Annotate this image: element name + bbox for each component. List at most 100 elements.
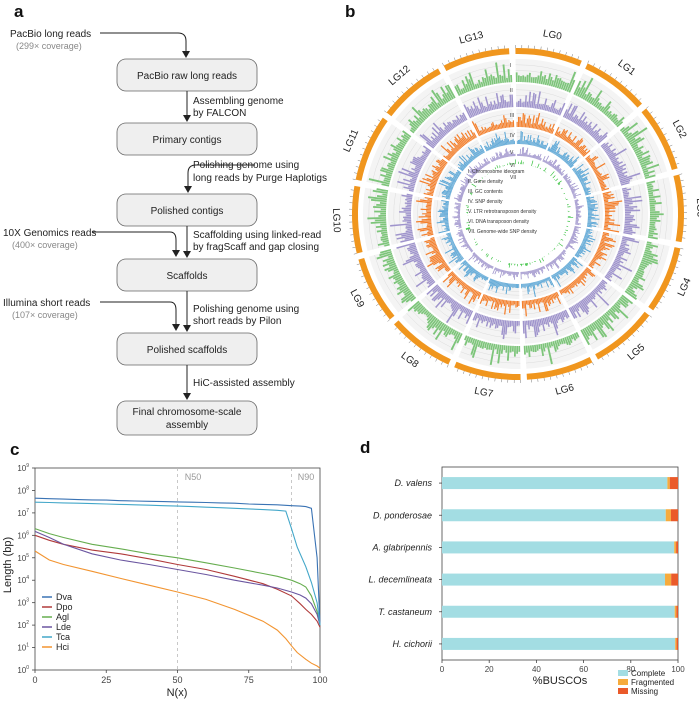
chromosome-label: LG6 [554, 382, 576, 398]
busco-bar-segment [669, 477, 678, 490]
circos-legend-item: I. Chromosome ideogram [468, 169, 524, 175]
ideogram-tick [432, 68, 435, 71]
track-gridline [578, 83, 626, 119]
ideogram-tick [364, 141, 368, 144]
track-bars [415, 196, 434, 237]
ideogram-tick [459, 55, 462, 59]
ideogram-tick [632, 334, 635, 337]
track-bars [542, 155, 565, 176]
ideogram-tick [424, 352, 427, 355]
track-gridline [438, 125, 470, 153]
ideogram-tick [577, 56, 580, 60]
track-bars [588, 232, 616, 269]
ideogram-tick [636, 329, 640, 333]
track-bars [517, 147, 542, 161]
flow-box-primary: Primary contigs [116, 122, 258, 156]
ideogram-tick [366, 287, 370, 289]
chromosome-label: LG0 [542, 28, 563, 42]
track-bars [585, 196, 600, 228]
ideogram-tick [559, 50, 561, 54]
ideogram-tick [671, 150, 675, 153]
ring-numeral: V [510, 150, 514, 156]
nx-xtick-label: 50 [172, 675, 182, 685]
track-gridline [515, 64, 576, 77]
nx-legend-label: Dva [56, 592, 72, 602]
nx-series-line [34, 530, 321, 626]
nx-ytick-label: 108 [17, 485, 29, 495]
track-bars [453, 176, 472, 202]
busco-category-label: L. decemlineata [368, 575, 432, 585]
nx-n50-label: N50 [185, 472, 202, 482]
track-gridline [592, 232, 608, 268]
track-background [393, 243, 436, 297]
nx-legend-label: Hci [56, 642, 69, 652]
circos-legend-item: VII. Genome-wide SNP density [468, 229, 537, 235]
track-bars [419, 112, 468, 149]
track-gridline [522, 283, 553, 292]
track-bars [621, 187, 643, 235]
ideogram-tick [429, 355, 432, 359]
track-bars [426, 284, 474, 325]
ideogram-tick [609, 73, 612, 76]
track-bars [442, 271, 482, 305]
ideogram-tick [571, 54, 573, 58]
track-bars [520, 265, 546, 280]
ideogram-tick [456, 368, 459, 372]
busco-legend-swatch [618, 679, 628, 685]
track-background [434, 164, 461, 200]
ideogram-tick [435, 358, 438, 362]
ideogram-tick [565, 52, 567, 56]
ideogram-tick [383, 314, 387, 317]
track-bars [458, 259, 489, 282]
track-gridline [371, 127, 397, 184]
busco-category-label: A. glabripennis [371, 542, 432, 552]
step-label-5: HiC-assisted assembly [193, 378, 295, 389]
track-bars [568, 279, 610, 319]
track-gridline [591, 152, 611, 188]
track-gridline [459, 265, 486, 285]
track-gridline [398, 248, 423, 294]
track-gridline [374, 254, 403, 310]
ideogram-tick [678, 254, 682, 256]
panel-label-d: d [360, 438, 371, 457]
ideogram-tick [676, 163, 680, 165]
track-gridline [523, 299, 562, 311]
ideogram-tick [472, 51, 474, 55]
track-background [521, 276, 557, 299]
ideogram-tick [625, 84, 628, 88]
busco-bar-segment [674, 605, 677, 618]
flow-box-label-line2: assembly [166, 420, 208, 431]
ideogram-tick [484, 48, 486, 52]
ideogram-tick [673, 272, 677, 275]
flow-box-label-line1: Final chromosome-scale [133, 407, 242, 418]
track-bars [515, 71, 577, 93]
ring-numeral: II [510, 88, 513, 94]
chromosome-label: LG7 [473, 386, 494, 400]
ideogram-tick [377, 119, 381, 122]
track-gridline [396, 141, 417, 189]
ring-numeral: VII [510, 175, 516, 181]
ideogram-tick [406, 86, 409, 90]
nx-xtick-label: 75 [244, 675, 254, 685]
ideogram-tick [416, 78, 419, 82]
ideogram-tick [362, 147, 366, 150]
nx-series-line [34, 528, 321, 626]
ideogram-tick [556, 375, 558, 379]
input-coverage-illumina: (107× coverage) [12, 310, 78, 320]
track-gridline [462, 346, 521, 358]
ideogram-tick [352, 178, 356, 180]
track-gridline [580, 230, 595, 260]
ideogram-tick [669, 144, 673, 147]
chromosome-label: LG11 [342, 127, 362, 154]
ideogram-tick [568, 371, 570, 375]
track-gridline [417, 196, 421, 238]
ideogram-tick [645, 320, 648, 323]
flow-box-raw: PacBio raw long reads [116, 58, 258, 92]
track-gridline [615, 190, 619, 232]
busco-xtick-label: 80 [626, 665, 635, 674]
ideogram-tick [447, 60, 450, 63]
input-coverage-pacbio: (299× coverage) [16, 41, 82, 51]
track-gridline [406, 313, 456, 350]
ideogram-tick [421, 74, 424, 78]
step-label-2b: long reads by Purge Haplotigs [193, 173, 327, 184]
